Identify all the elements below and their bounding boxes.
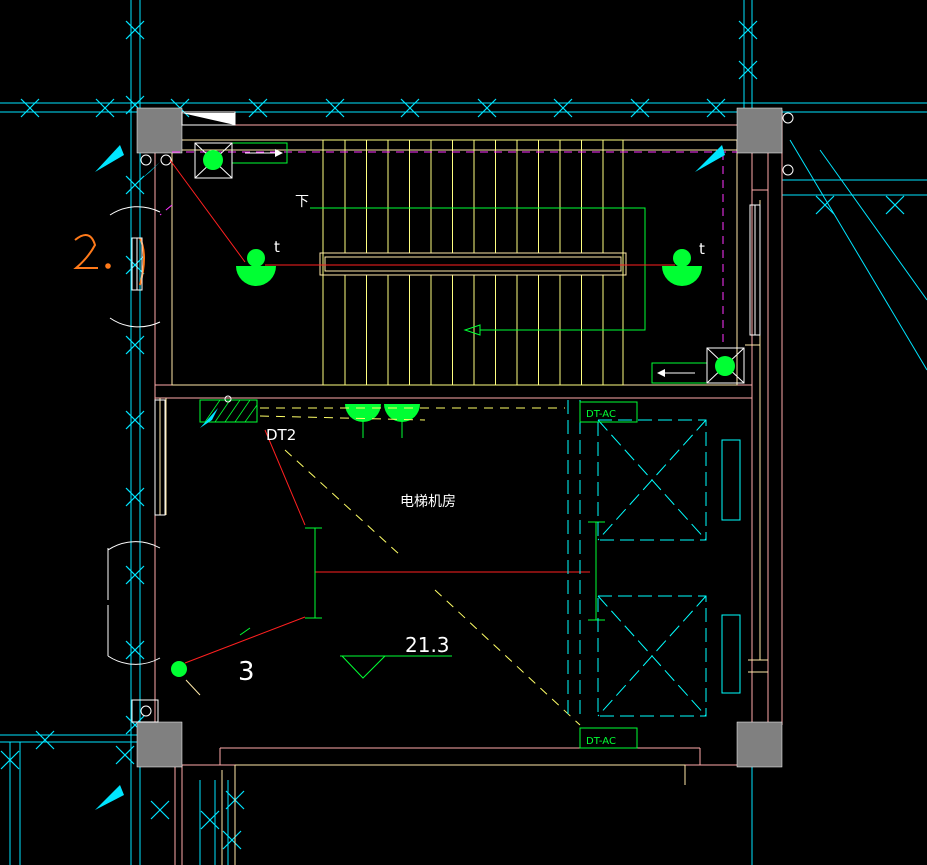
axis-x-marker: [248, 98, 268, 118]
dt2-label: DT2: [266, 426, 296, 444]
axis-x-marker: [125, 255, 145, 275]
dt-ac-label: DT-AC: [586, 736, 616, 747]
wall-light-icon: [345, 404, 420, 438]
inner-walls: [140, 139, 768, 865]
dt-ac-box-bottom: DT-AC: [579, 727, 638, 749]
axis-x-marker: [706, 98, 726, 118]
small-column-markers: [131, 112, 794, 723]
axis-x-marker: [200, 810, 220, 830]
structural-columns: [136, 107, 783, 768]
dt-ac-box-top: DT-AC: [579, 401, 638, 423]
axis-x-marker: [20, 98, 40, 118]
axis-x-marker: [95, 98, 115, 118]
axis-x-marker: [325, 98, 345, 118]
axis-x-marker: [125, 175, 145, 195]
dashed-annotations: [259, 407, 581, 726]
window-left: [131, 237, 166, 516]
staircase: [319, 139, 627, 386]
axis-x-marker: [0, 750, 20, 770]
magenta-dashed: [159, 151, 737, 345]
bus-bars: [239, 521, 605, 636]
elevation-marker: 21.3: [340, 633, 452, 679]
exhaust-fan-icon: [194, 142, 233, 179]
axis-x-marker: [125, 20, 145, 40]
axis-x-marker: [400, 98, 420, 118]
axis-x-marker: [125, 335, 145, 355]
elevator-counterweight: [721, 439, 741, 694]
handwritten-annotation: [73, 234, 145, 286]
elevation-value: 21.3: [405, 633, 450, 657]
distribution-box: [199, 395, 258, 423]
stair-direction: [310, 207, 646, 336]
t-label-right: t: [699, 240, 705, 258]
axis-x-marker: [115, 745, 135, 765]
pendant-light-icon: [662, 249, 702, 286]
axis-x-marker: [125, 410, 145, 430]
exit-sign-top: [231, 142, 288, 164]
axis-x-marker: [125, 640, 145, 660]
axis-x-marker: [738, 60, 758, 80]
doors: [107, 206, 161, 665]
dt-ac-label: DT-AC: [586, 409, 616, 420]
t-label-left: t: [274, 238, 280, 256]
emergency-light-icon: [171, 661, 201, 696]
outer-walls: [154, 110, 783, 865]
room-name: 电梯机房: [400, 494, 456, 510]
axis-x-marker: [125, 487, 145, 507]
stair-down-label: 下: [295, 194, 309, 210]
tick-count: 3: [238, 657, 255, 687]
elevator-shaft: [567, 400, 707, 720]
window-right: [749, 204, 761, 336]
axis-x-marker: [222, 830, 242, 850]
pendant-light-icon: [236, 249, 276, 286]
axis-x-marker: [885, 195, 905, 215]
axis-x-marker: [738, 20, 758, 40]
section-arrows: [95, 145, 725, 810]
exhaust-fan-icon: [706, 347, 745, 384]
axis-x-marker: [35, 730, 55, 750]
axis-x-marker: [630, 98, 650, 118]
axis-x-marker: [150, 800, 170, 820]
wiring: [169, 159, 675, 664]
exit-sign-bottom: [651, 362, 708, 384]
axis-x-marker: [125, 565, 145, 585]
axis-x-marker: [815, 195, 835, 215]
north-flag: [181, 111, 236, 126]
axis-x-marker: [477, 98, 497, 118]
axis-x-marker: [553, 98, 573, 118]
